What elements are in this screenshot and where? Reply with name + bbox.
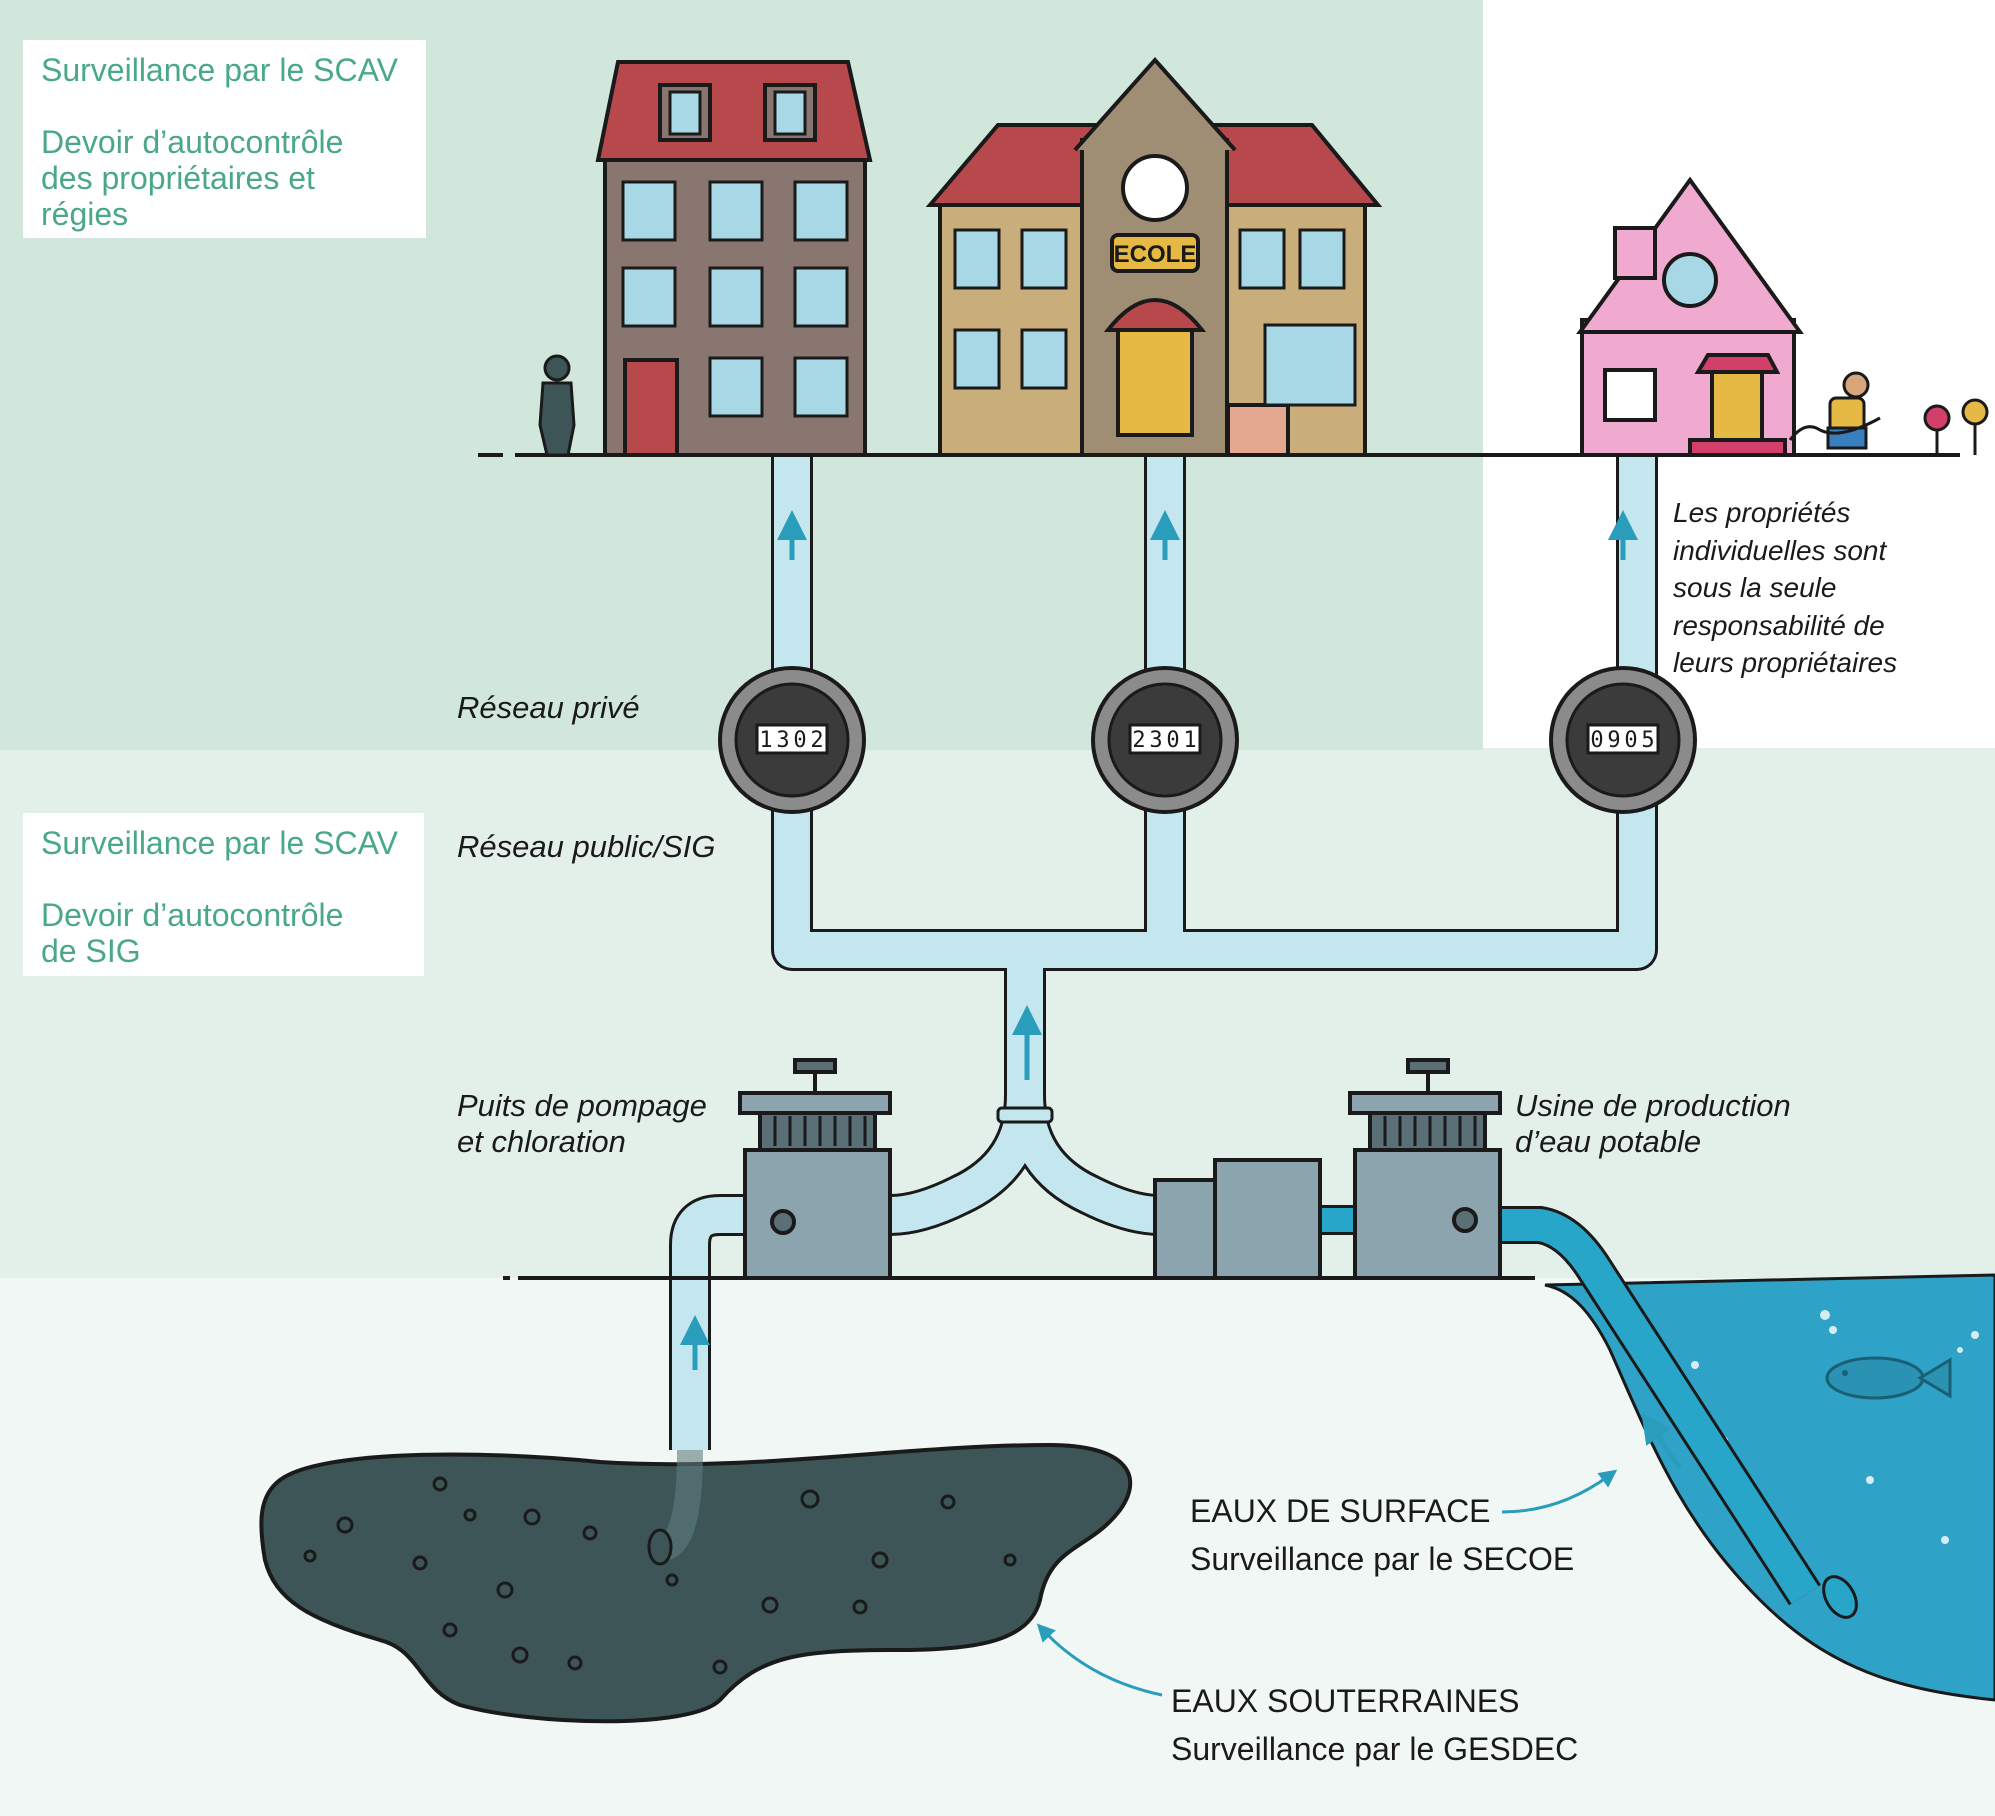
meter-2-digit-2: 3: [1149, 728, 1162, 753]
groundwater-intake-pipe: [672, 1197, 750, 1450]
school-windows: [953, 228, 1357, 407]
station-vents-1: [773, 1116, 867, 1146]
surface-water-monitor: Surveillance par le SECOE: [1190, 1541, 1575, 1577]
surface-intake-nozzle: [1822, 1575, 1858, 1619]
school-sign: ECOLE: [1114, 241, 1197, 268]
water-meter-3: [1549, 666, 1697, 814]
pumping-station: [738, 1058, 892, 1280]
groundwater-title: EAUX SOUTERRAINES: [1171, 1683, 1520, 1719]
pedestrian-figure: [538, 354, 576, 457]
groundwater-label: EAUX SOUTERRAINES Surveillance par le GE…: [1171, 1677, 1578, 1773]
meter-2-digit-3: 0: [1166, 728, 1179, 753]
gardener-figure: [1788, 371, 1881, 450]
water-meter-2: [1091, 666, 1239, 814]
meter-1-digit-1: 1: [759, 728, 772, 753]
public-zone-background-right: [1483, 748, 1995, 758]
private-zone-monitor-label: Surveillance par le SCAV: [41, 52, 398, 88]
groundwater-monitor: Surveillance par le GESDEC: [1171, 1731, 1579, 1767]
meter-1-digit-2: 3: [776, 728, 789, 753]
private-zone-duty-line-3: régies: [41, 196, 129, 232]
treatment-plant: [1153, 1058, 1502, 1280]
surface-water-title: EAUX DE SURFACE: [1190, 1493, 1491, 1529]
pumping-well-label-line-1: Puits de pompage: [457, 1088, 707, 1123]
public-network-label: Réseau public/SIG: [457, 829, 716, 864]
individual-properties-note: Les propriétés individuelles sont sous l…: [1673, 494, 1897, 682]
pumping-well-label: Puits de pompage et chloration: [457, 1088, 707, 1160]
fish-icon: [1825, 1356, 1952, 1400]
private-zone-legend-box: Surveillance par le SCAV Devoir d’autoco…: [23, 40, 426, 238]
meter-digits: 1 3 0 2 2 3 0 1 0 9 0 5: [759, 728, 1654, 753]
meter-3-digit-4: 5: [1641, 728, 1654, 753]
surface-water-label: EAUX DE SURFACE Surveillance par le SECO…: [1190, 1487, 1574, 1583]
flowers: [1923, 398, 1989, 455]
surface-intake-pipe: [1500, 1209, 1819, 1604]
meter-1-digit-3: 0: [793, 728, 806, 753]
aquifer-pebbles: [303, 1476, 1017, 1675]
meter-2-digit-4: 1: [1183, 728, 1196, 753]
school-building: [925, 56, 1383, 457]
surface-water-pointer-arrow: [1501, 1469, 1618, 1514]
meter-3-digit-2: 9: [1607, 728, 1620, 753]
station-vents-2: [1383, 1116, 1477, 1146]
treatment-plant-label-line-2: d’eau potable: [1515, 1124, 1702, 1159]
intake-nozzle: [647, 1528, 673, 1566]
treatment-plant-label-line-1: Usine de production: [1515, 1088, 1791, 1123]
individual-properties-line-4: responsabilité de: [1673, 609, 1885, 641]
aquifer: [259, 1442, 1133, 1724]
pink-house: [1576, 176, 1804, 457]
groundwater-pointer-arrow: [1036, 1623, 1163, 1697]
public-zone-duty-line-2: de SIG: [41, 933, 141, 969]
meter-3-digit-3: 0: [1624, 728, 1637, 753]
pipe-joint: [996, 1106, 1054, 1124]
individual-properties-line-5: leurs propriétaires: [1673, 647, 1898, 678]
water-meter-1: [718, 666, 866, 814]
individual-properties-line-2: individuelles sont: [1673, 534, 1887, 566]
meter-1-digit-4: 2: [810, 728, 823, 753]
individual-properties-line-3: sous la seule: [1673, 572, 1837, 603]
apartment-windows: [621, 90, 849, 418]
private-network-label: Réseau privé: [457, 690, 640, 725]
private-zone-duty-line-1: Devoir d’autocontrôle: [41, 124, 344, 160]
treatment-plant-label: Usine de production d’eau potable: [1515, 1088, 1791, 1160]
meter-3-digit-1: 0: [1590, 728, 1603, 753]
individual-properties-line-1: Les propriétés: [1673, 497, 1851, 528]
public-zone-duty-line-1: Devoir d’autocontrôle: [41, 897, 344, 933]
pumping-well-label-line-2: et chloration: [457, 1124, 626, 1159]
flow-arrows: [680, 510, 1683, 1470]
private-zone-duty-line-2: des propriétaires et: [41, 160, 315, 196]
meter-2-digit-1: 2: [1132, 728, 1145, 753]
public-zone-monitor-label: Surveillance par le SCAV: [41, 825, 398, 861]
public-zone-legend-box: Surveillance par le SCAV Devoir d’autoco…: [23, 813, 424, 976]
